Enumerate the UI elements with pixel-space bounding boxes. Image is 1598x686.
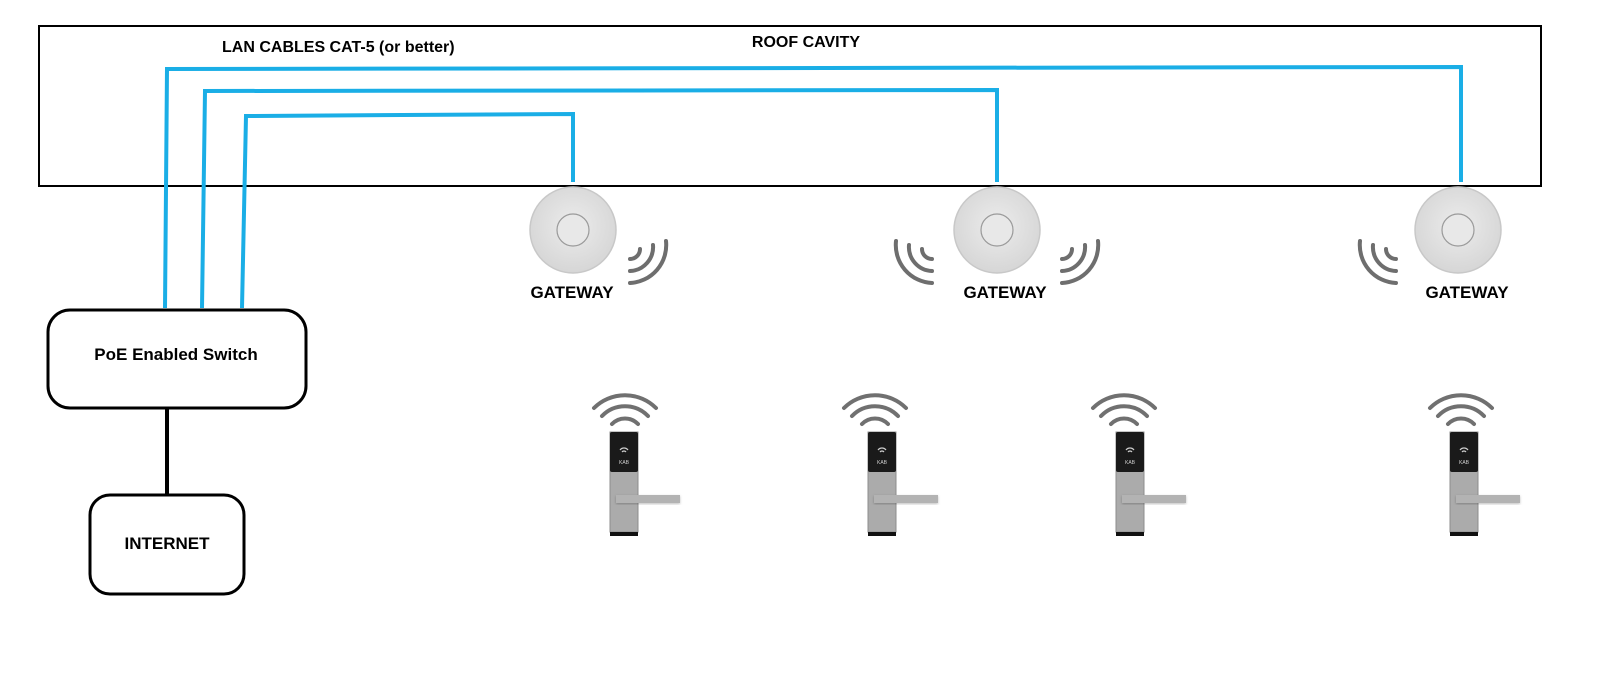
wifi-icon bbox=[1091, 393, 1157, 426]
signal-left-icon bbox=[893, 239, 934, 285]
roof-cavity-box bbox=[38, 25, 1542, 187]
wifi-icon bbox=[1428, 393, 1494, 426]
door-lock-4: KAB bbox=[1428, 393, 1520, 536]
door-lock-icon bbox=[868, 432, 938, 536]
wifi-icon bbox=[592, 393, 658, 426]
poe-switch-box bbox=[46, 308, 308, 410]
signal-left-icon bbox=[1357, 239, 1398, 285]
lock-brand-label: KAB bbox=[1459, 460, 1470, 466]
lan-cable-gateway-3 bbox=[163, 64, 1463, 309]
signal-right-icon bbox=[628, 239, 669, 285]
internet-box bbox=[88, 493, 246, 596]
door-lock-icon bbox=[1116, 432, 1186, 536]
lock-brand-label: KAB bbox=[619, 460, 630, 466]
lan-cables-label: LAN CABLES CAT-5 (or better) bbox=[222, 39, 455, 56]
poe-switch-label: PoE Enabled Switch bbox=[94, 345, 257, 364]
gateway-label: GATEWAY bbox=[530, 283, 614, 302]
gateway-2: GATEWAY bbox=[893, 186, 1101, 302]
gateway-label: GATEWAY bbox=[1425, 283, 1509, 302]
signal-right-icon bbox=[1060, 239, 1101, 285]
gateway-led-icon bbox=[556, 213, 590, 247]
door-lock-3: KAB bbox=[1091, 393, 1186, 536]
gateway-3: GATEWAY bbox=[1357, 186, 1509, 302]
door-lock-2: KAB bbox=[842, 393, 938, 536]
gateway-led-icon bbox=[980, 213, 1014, 247]
door-lock-icon bbox=[610, 432, 680, 536]
door-lock-icon bbox=[1450, 432, 1520, 536]
wifi-icon bbox=[842, 393, 908, 426]
gateway-label: GATEWAY bbox=[963, 283, 1047, 302]
gateway-1: GATEWAY bbox=[529, 186, 669, 302]
door-lock-1: KAB bbox=[592, 393, 680, 536]
lan-cable-gateway-2 bbox=[200, 87, 999, 309]
internet-label: INTERNET bbox=[125, 534, 211, 553]
lock-brand-label: KAB bbox=[877, 460, 888, 466]
gateway-led-icon bbox=[1441, 213, 1475, 247]
lock-brand-label: KAB bbox=[1125, 460, 1136, 466]
lan-cable-gateway-1 bbox=[240, 111, 575, 309]
roof-cavity-label: ROOF CAVITY bbox=[752, 34, 860, 51]
